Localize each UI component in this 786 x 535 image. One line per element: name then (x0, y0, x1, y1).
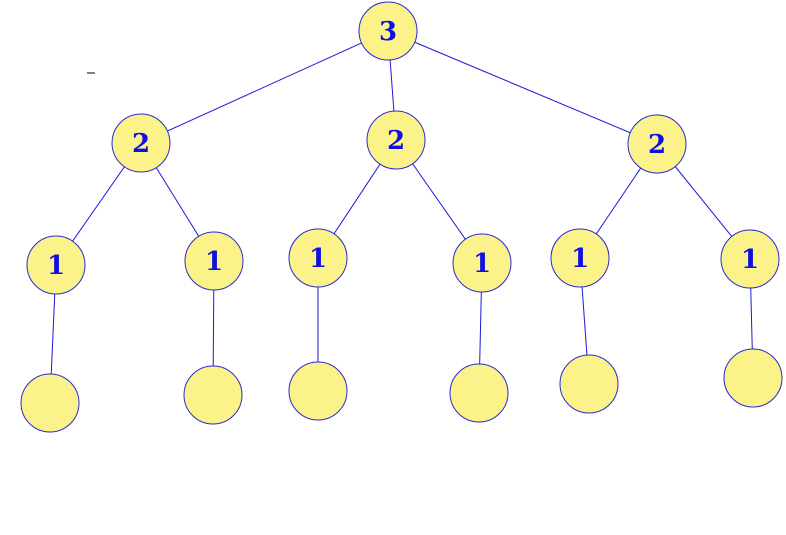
node-label: 1 (473, 249, 491, 279)
tree-node-leaf (20, 373, 80, 433)
node-circle (366, 110, 426, 170)
node-circle (288, 228, 348, 288)
tree-node-leaf (288, 361, 348, 421)
node-circle (627, 114, 687, 174)
node-label: 1 (47, 251, 65, 281)
node-label: 1 (205, 247, 223, 277)
node-circle (288, 361, 348, 421)
tree-node-level-two: 2 (366, 110, 426, 170)
node-circle (183, 365, 243, 425)
node-circle (559, 354, 619, 414)
node-label: 2 (132, 129, 150, 159)
tree-node-leaf (183, 365, 243, 425)
tree-nodes: 3 2 1 1 2 1 1 2 1 1 (20, 1, 783, 433)
node-circle (452, 233, 512, 293)
node-circle (20, 373, 80, 433)
node-circle (723, 348, 783, 408)
tree-edges (49, 30, 754, 404)
node-circle (720, 229, 780, 289)
tree-node-level-one: 1 (184, 231, 244, 291)
node-label: 1 (741, 245, 759, 275)
tree-edge (140, 30, 389, 144)
node-label: 2 (648, 130, 666, 160)
tree-node-root: 3 (358, 1, 418, 61)
tree-edge (387, 30, 658, 145)
tree-node-level-one: 1 (26, 235, 86, 295)
node-label: 2 (387, 126, 405, 156)
tree-node-level-two: 2 (627, 114, 687, 174)
node-circle (184, 231, 244, 291)
tree-node-level-one: 1 (550, 228, 610, 288)
tree-node-leaf (723, 348, 783, 408)
node-circle (111, 113, 171, 173)
tree-node-level-one: 1 (288, 228, 348, 288)
node-circle (26, 235, 86, 295)
node-circle (358, 1, 418, 61)
tree-node-level-two: 2 (111, 113, 171, 173)
tree-node-level-one: 1 (720, 229, 780, 289)
node-label: 1 (309, 244, 327, 274)
node-label: 1 (571, 244, 589, 274)
tree-node-leaf (559, 354, 619, 414)
node-circle (449, 363, 509, 423)
tree-node-level-one: 1 (452, 233, 512, 293)
tree-node-leaf (449, 363, 509, 423)
node-label: 3 (379, 17, 397, 47)
node-circle (550, 228, 610, 288)
